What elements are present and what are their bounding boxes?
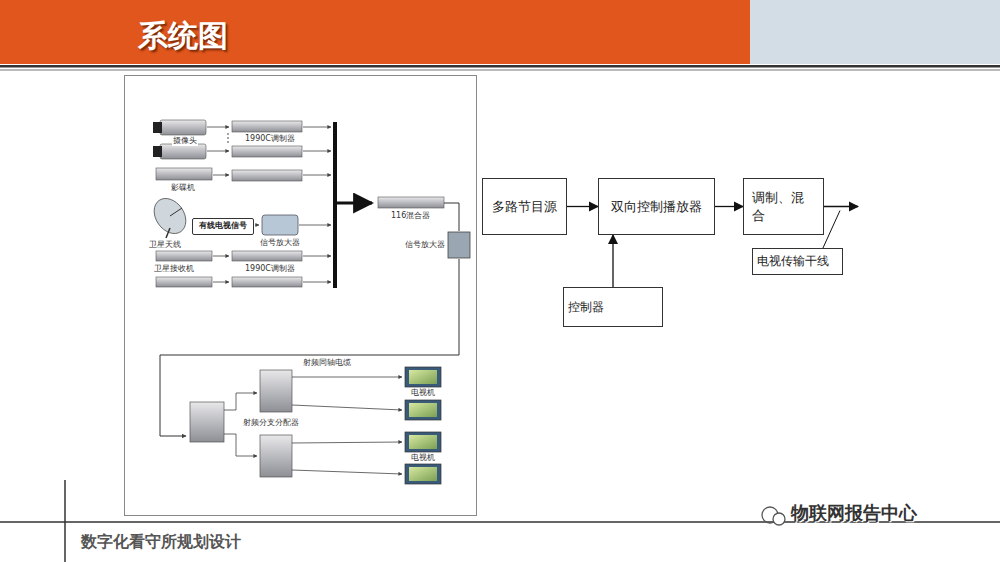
part-label: 摄像头	[172, 137, 198, 146]
part-label: 116混合器	[390, 212, 431, 221]
trunk-amplifier	[448, 232, 470, 258]
dvd-player	[156, 168, 212, 180]
signal-amplifier	[262, 215, 298, 235]
illustration-panel	[125, 76, 477, 516]
wire	[207, 127, 331, 282]
node-text: 调制、混合	[752, 189, 815, 224]
node-text: 电视传输干线	[757, 253, 829, 269]
dots	[227, 133, 229, 143]
part-label: 电视机	[410, 389, 436, 398]
receiver	[156, 251, 212, 261]
part-label: 电视机	[410, 454, 436, 463]
watermark: 物联网报告中心	[790, 503, 918, 523]
mixer	[378, 197, 444, 208]
coax-cable	[160, 203, 459, 436]
signal-bus	[333, 122, 337, 288]
signal-tag: 有线电视信号	[192, 218, 254, 235]
footer-text: 数字化看守所规划设计	[80, 533, 242, 551]
part-label: 1990C调制器	[244, 135, 296, 144]
slide-title: 系统图	[138, 16, 228, 57]
part-label: 信号放大器	[404, 241, 446, 250]
node-text: 双向控制播放器	[611, 198, 702, 216]
node-text: 控制器	[568, 299, 604, 315]
tap	[260, 435, 292, 477]
process-box: 双向控制播放器	[598, 178, 715, 235]
splitter	[190, 402, 224, 442]
bus-arrow	[337, 202, 372, 205]
process-box: 多路节目源	[482, 178, 567, 235]
modulator	[232, 121, 302, 287]
leader-line	[823, 211, 840, 249]
part-label: 信号放大器	[259, 239, 301, 248]
wire	[224, 377, 402, 474]
header-rule	[0, 65, 1000, 68]
node-text: 多路节目源	[492, 198, 557, 216]
header-rule	[0, 70, 1000, 71]
part-label: 射频分支分配器	[242, 419, 300, 428]
tap	[260, 370, 292, 412]
tv-set	[405, 367, 441, 484]
flow-arrow	[612, 235, 613, 287]
header-panel	[750, 0, 1000, 64]
part-label: 射频同轴电缆	[302, 359, 352, 368]
receiver	[156, 277, 212, 287]
footer-rule	[64, 480, 66, 562]
wechat-icon	[773, 513, 785, 525]
flow-arrow	[567, 206, 598, 207]
part-label: 1990C调制器	[244, 265, 296, 274]
output-arrow	[824, 206, 858, 207]
node-text: 有线电视信号	[199, 221, 247, 232]
process-box: 调制、混合	[743, 178, 824, 235]
satellite-dish	[148, 192, 193, 239]
part-label: 卫星天线	[148, 241, 182, 250]
flow-arrow	[715, 206, 743, 207]
part-label: 卫星接收机	[153, 265, 195, 274]
process-box: 控制器	[563, 287, 663, 327]
header-bar	[0, 0, 750, 64]
camera	[153, 120, 206, 159]
process-box: 电视传输干线	[752, 248, 843, 275]
part-label: 影碟机	[170, 184, 196, 193]
